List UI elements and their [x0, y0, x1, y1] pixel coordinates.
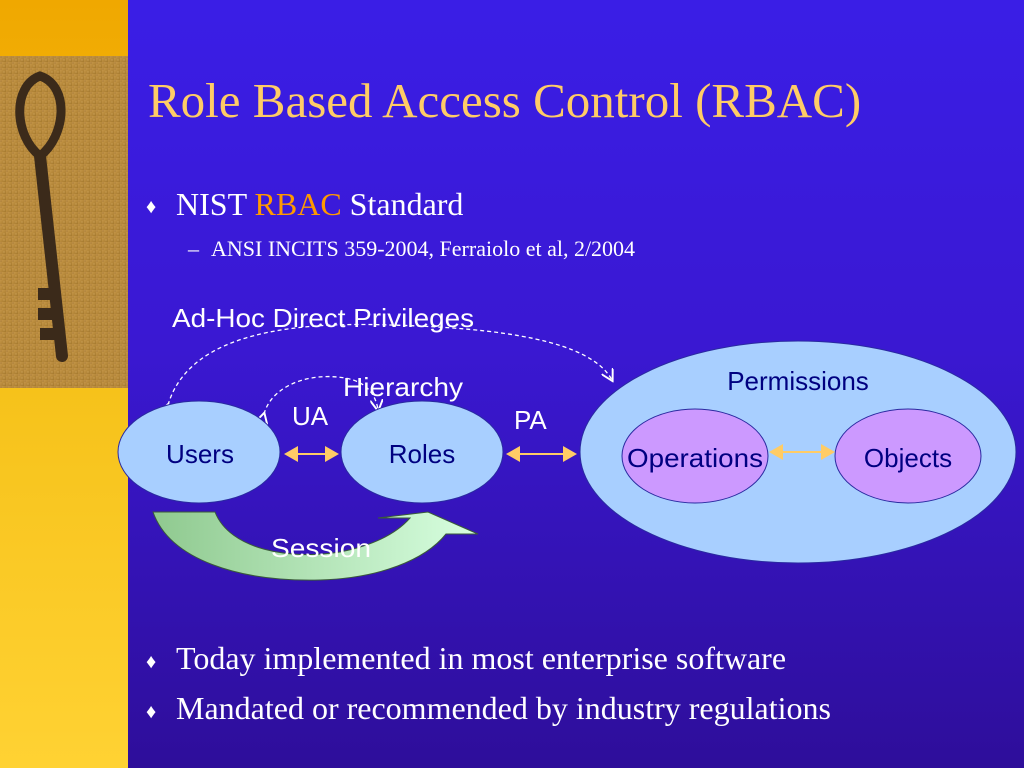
- bullet-highlight: RBAC: [254, 186, 342, 222]
- sub-bullet-dash: –: [188, 236, 199, 261]
- objects-label: Objects: [864, 443, 952, 473]
- diamond-bullet-icon: ♦: [146, 196, 157, 218]
- bullet-regulations-text: Mandated or recommended by industry regu…: [176, 690, 831, 726]
- slide-title: Role Based Access Control (RBAC): [148, 73, 862, 128]
- operations-label: Operations: [627, 443, 763, 473]
- permissions-label: Permissions: [727, 366, 869, 396]
- sub-bullet-ansi: –ANSI INCITS 359-2004, Ferraiolo et al, …: [188, 236, 635, 262]
- bullet-enterprise: ♦ Today implemented in most enterprise s…: [146, 640, 786, 677]
- bullet-prefix: NIST: [176, 186, 255, 222]
- roles-label: Roles: [389, 439, 455, 469]
- hierarchy-arc: [264, 375, 378, 414]
- bullet-suffix: Standard: [341, 186, 464, 222]
- bullet-enterprise-text: Today implemented in most enterprise sof…: [176, 640, 787, 676]
- diamond-bullet-icon: ♦: [146, 651, 157, 673]
- session-label: Session: [271, 533, 371, 563]
- bullet-regulations: ♦ Mandated or recommended by industry re…: [146, 690, 831, 727]
- users-label: Users: [166, 439, 234, 469]
- pa-label: PA: [514, 405, 547, 435]
- session-arrow: [152, 511, 479, 581]
- operations-node: [621, 408, 769, 504]
- hierarchy-label: Hierarchy: [343, 372, 463, 402]
- users-node: [117, 400, 281, 504]
- objects-node: [834, 408, 982, 504]
- key-image: [0, 56, 128, 388]
- bullet-nist-rbac: ♦ NIST RBAC Standard: [146, 186, 463, 223]
- diamond-bullet-icon: ♦: [146, 701, 157, 723]
- ad-hoc-arc: [168, 323, 612, 405]
- ad-hoc-label: Ad-Hoc Direct Privileges: [172, 303, 474, 333]
- roles-node: [340, 400, 504, 504]
- sub-bullet-text: ANSI INCITS 359-2004, Ferraiolo et al, 2…: [211, 236, 636, 261]
- ua-label: UA: [292, 401, 329, 431]
